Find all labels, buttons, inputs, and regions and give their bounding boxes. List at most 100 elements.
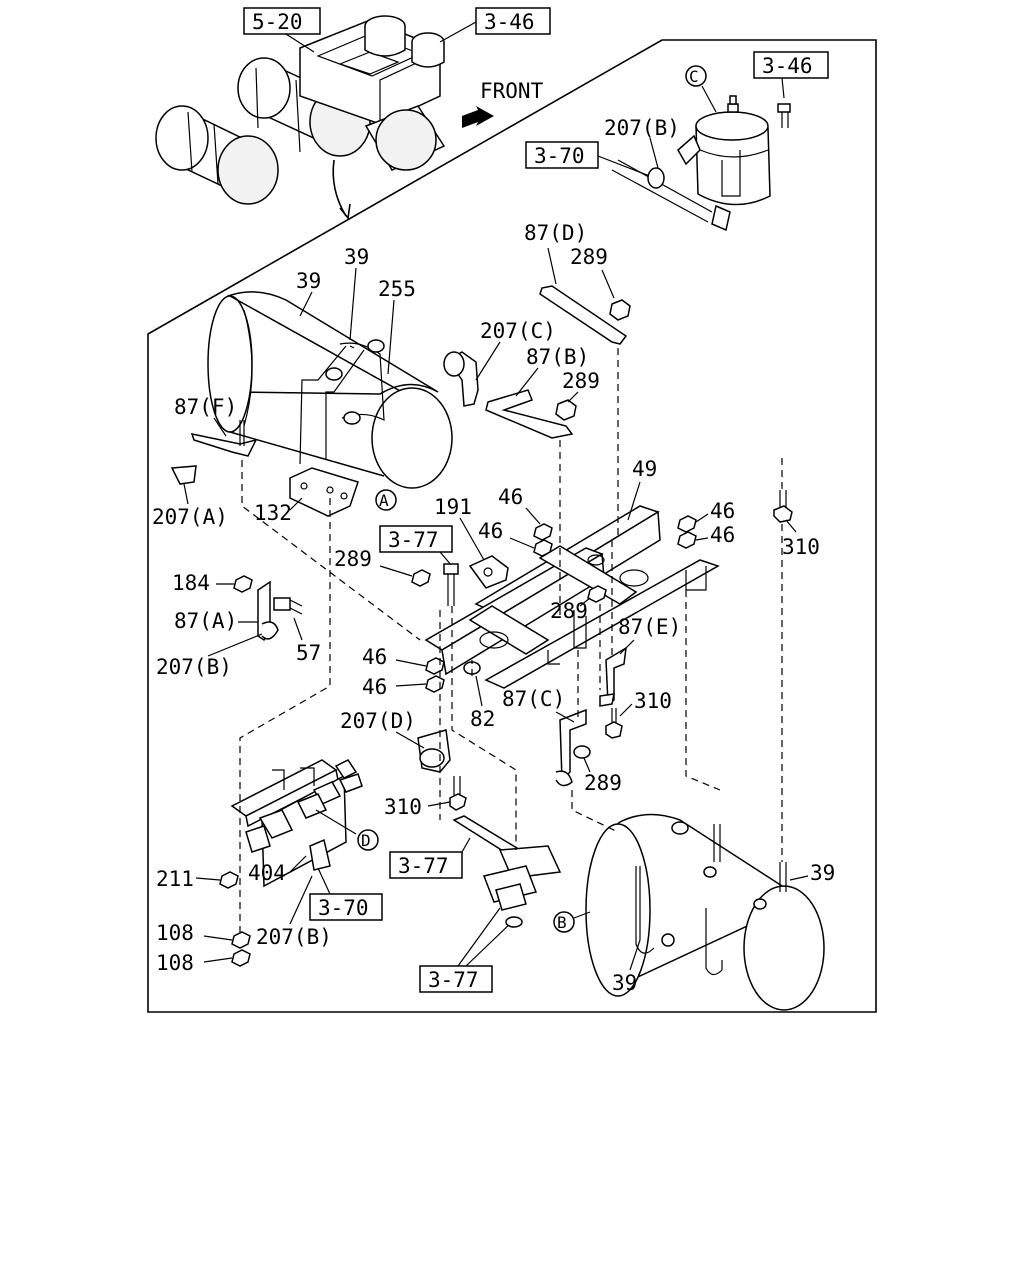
svg-text:289: 289 <box>570 245 608 269</box>
svg-text:3-46: 3-46 <box>762 54 813 78</box>
ref-box-3-70-lower[interactable]: 3-70 <box>309 893 383 921</box>
valve-manifold <box>230 759 363 888</box>
clip-207d: 207(D) <box>340 709 451 773</box>
overview-arrow <box>332 159 347 217</box>
svg-text:211: 211 <box>156 867 194 891</box>
svg-text:132: 132 <box>254 501 292 525</box>
svg-text:289: 289 <box>584 771 622 795</box>
label-49: 49 <box>632 457 657 481</box>
svg-text:310: 310 <box>384 795 422 819</box>
label-39-c: 39 <box>810 861 835 885</box>
svg-text:D: D <box>361 831 371 850</box>
bracket-87a: 184 87(A) 207(B) 57 <box>156 571 321 679</box>
overview-body <box>299 15 445 125</box>
circle-marker-a: A <box>375 489 397 511</box>
svg-text:46: 46 <box>362 675 387 699</box>
svg-text:87(D): 87(D) <box>524 221 587 245</box>
label-207b-low: 207(B) <box>256 925 332 949</box>
svg-text:191: 191 <box>434 495 472 519</box>
svg-text:87(E): 87(E) <box>618 615 681 639</box>
bolt-289-c: 289 <box>334 547 459 606</box>
svg-text:82: 82 <box>470 707 495 731</box>
svg-text:A: A <box>379 491 389 510</box>
svg-text:310: 310 <box>782 535 820 559</box>
label-255: 255 <box>378 277 416 301</box>
label-404: 404 <box>248 861 286 885</box>
ref-box-3-46-top[interactable]: 3-46 <box>475 7 551 35</box>
dashed-guides <box>239 348 783 936</box>
bracket-87b: 87(B) <box>485 345 589 439</box>
label-39-d: 39 <box>612 971 637 995</box>
nut-289-b: 289 <box>555 369 600 421</box>
circle-marker-d: D <box>357 829 379 851</box>
svg-text:3-70: 3-70 <box>318 896 369 920</box>
svg-text:C: C <box>689 67 699 86</box>
washer-82: 82 <box>463 661 495 731</box>
svg-text:289: 289 <box>334 547 372 571</box>
svg-text:3-46: 3-46 <box>484 10 535 34</box>
svg-text:289: 289 <box>562 369 600 393</box>
front-arrow-icon <box>462 106 494 128</box>
circle-marker-b: B <box>553 911 591 933</box>
nuts-108: 108 108 <box>156 921 251 975</box>
clip-207c: 207(C) <box>443 319 556 407</box>
svg-text:108: 108 <box>156 921 194 945</box>
label-46-d: 46 <box>710 523 735 547</box>
bracket-87d: 87(D) <box>524 221 628 345</box>
svg-text:207(C): 207(C) <box>480 319 556 343</box>
clip-207a: 207(A) <box>152 465 228 529</box>
nuts-46-lower: 46 46 <box>362 645 445 699</box>
ref-box-5-20[interactable]: 5-20 <box>243 7 321 35</box>
nut-289-d: 289 <box>550 585 607 623</box>
label-39-b: 39 <box>344 245 369 269</box>
bolt-310-a: 310 <box>773 490 820 559</box>
plate-132: 132 <box>254 467 359 525</box>
overview-tank-left <box>155 105 279 205</box>
svg-text:184: 184 <box>172 571 210 595</box>
svg-text:289: 289 <box>550 599 588 623</box>
overview-tank-right <box>364 105 446 171</box>
washer-289-e: 289 <box>573 745 622 795</box>
svg-text:207(D): 207(D) <box>340 709 416 733</box>
svg-text:310: 310 <box>634 689 672 713</box>
svg-text:207(A): 207(A) <box>152 505 228 529</box>
label-46-c: 46 <box>710 499 735 523</box>
svg-text:3-77: 3-77 <box>388 528 439 552</box>
diagram-frame <box>147 39 877 1013</box>
svg-text:108: 108 <box>156 951 194 975</box>
circle-marker-c: C <box>685 65 717 113</box>
svg-text:3-70: 3-70 <box>534 144 585 168</box>
ref-box-3-70-top[interactable]: 3-70 <box>525 141 599 169</box>
svg-text:207(B): 207(B) <box>156 655 232 679</box>
nuts-46-group <box>533 515 697 557</box>
svg-text:46: 46 <box>362 645 387 669</box>
label-46-b: 46 <box>478 519 503 543</box>
front-label: FRONT <box>480 79 544 103</box>
label-39-a: 39 <box>296 269 321 293</box>
relay-valve <box>452 815 562 928</box>
svg-text:87(A): 87(A) <box>174 609 237 633</box>
air-tank-lower <box>585 813 825 1011</box>
overview-assembly: FRONT <box>155 15 544 220</box>
svg-text:5-20: 5-20 <box>252 10 303 34</box>
svg-text:3-77: 3-77 <box>398 854 449 878</box>
nut-211: 211 <box>156 867 239 891</box>
nut-289-a: 289 <box>570 245 631 321</box>
frame-cross-member <box>424 505 720 689</box>
label-46-a: 46 <box>498 485 523 509</box>
svg-text:57: 57 <box>296 641 321 665</box>
ref-box-3-46-right[interactable]: 3-46 <box>753 51 829 79</box>
air-tank-upper <box>207 291 453 489</box>
bracket-87f: 87(F) <box>174 395 258 457</box>
svg-text:87(F): 87(F) <box>174 395 237 419</box>
dryer-assembly <box>611 95 791 232</box>
ref-box-3-77-middle[interactable]: 3-77 <box>389 851 463 879</box>
bracket-87c: 87(C) <box>502 687 587 787</box>
svg-text:3-77: 3-77 <box>428 968 479 992</box>
plate-191: 191 <box>434 495 509 589</box>
bracket-87e: 87(E) <box>599 615 681 707</box>
ref-box-3-77-upper[interactable]: 3-77 <box>379 525 453 553</box>
bolt-310-c: 310 <box>384 776 467 819</box>
ref-box-3-77-lower[interactable]: 3-77 <box>419 965 493 993</box>
